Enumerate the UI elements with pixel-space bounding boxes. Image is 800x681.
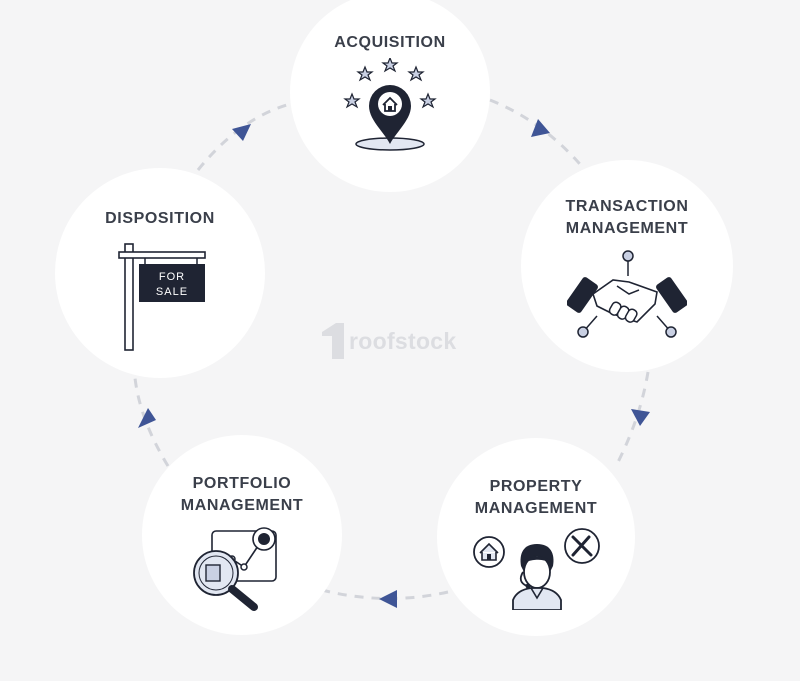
stage-disposition: DISPOSITION FOR SALE <box>55 168 265 378</box>
stage-property-management: PROPERTY MANAGEMENT <box>437 438 635 636</box>
arrow-to-transaction <box>531 119 550 137</box>
connector-portfolio-disposition <box>133 377 170 467</box>
stage-label: ACQUISITION <box>334 34 446 51</box>
arrow-to-acquisition <box>232 124 251 141</box>
stage-label: PROPERTY MANAGEMENT <box>474 478 598 517</box>
stage-label: TRANSACTION MANAGEMENT <box>565 198 689 237</box>
connector-disposition-acquisition <box>196 102 291 171</box>
for-sale-sign-icon: FOR SALE <box>118 243 206 351</box>
handshake-icon <box>567 250 687 338</box>
watermark-text: roofstock <box>349 327 457 354</box>
stage-portfolio-management: PORTFOLIO MANAGEMENT <box>142 435 342 635</box>
stage-label: PORTFOLIO MANAGEMENT <box>180 475 304 514</box>
stage-transaction-management: TRANSACTION MANAGEMENT <box>521 160 733 372</box>
stage-acquisition: ACQUISITION <box>290 0 490 192</box>
roofstock-watermark: roofstock <box>320 322 457 360</box>
stage-label: DISPOSITION <box>105 210 215 227</box>
arrow-to-disposition <box>138 408 156 428</box>
property-manager-icon <box>473 528 600 610</box>
connector-transaction-property <box>613 371 650 469</box>
arrow-to-portfolio <box>379 590 397 608</box>
arrow-to-property <box>631 409 650 426</box>
portfolio-analytics-icon <box>193 527 277 611</box>
map-pin-house-icon <box>343 58 437 151</box>
sign-line-1: FOR <box>159 271 185 283</box>
roofstock-logo-icon <box>322 323 344 359</box>
sign-line-2: SALE <box>156 286 188 298</box>
